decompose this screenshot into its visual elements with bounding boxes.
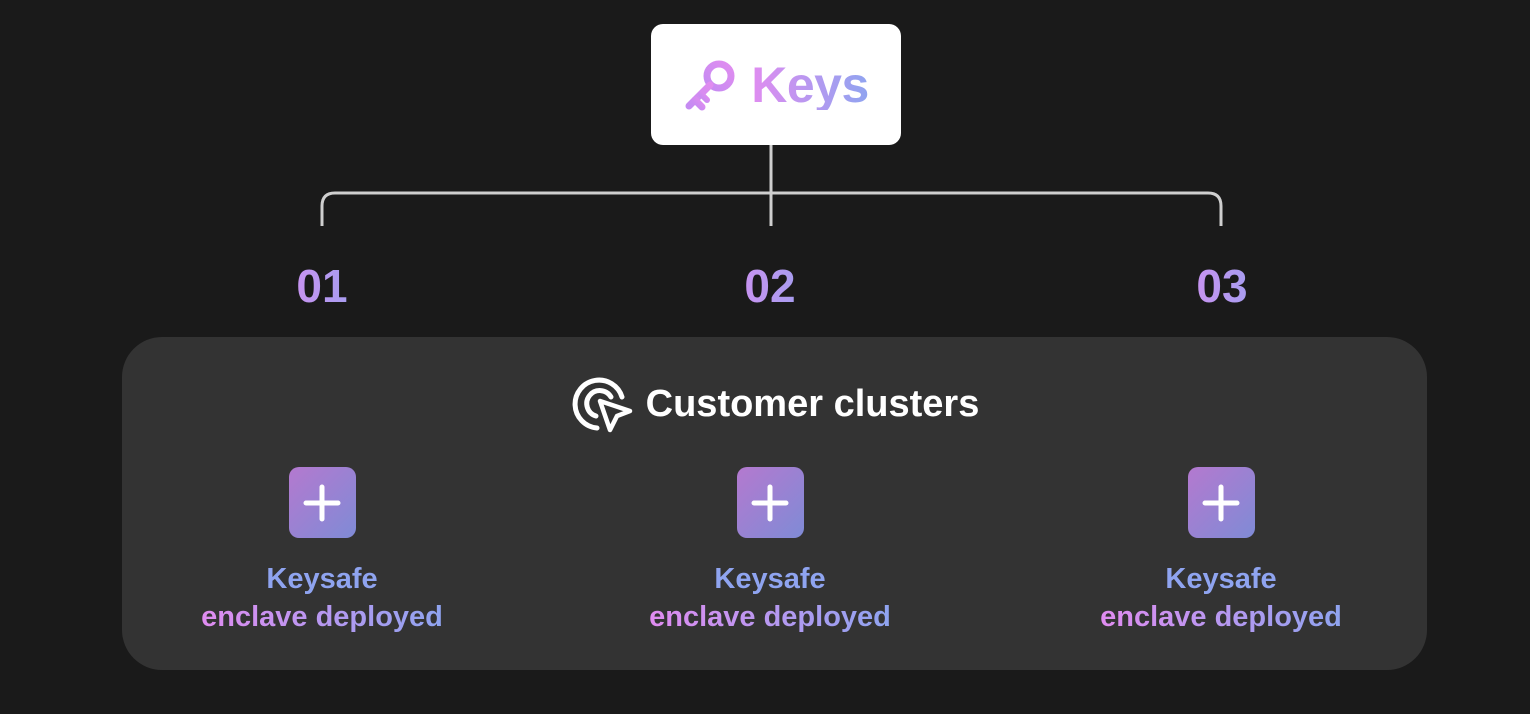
enclave-status: enclave deployed	[1100, 598, 1342, 636]
enclave-title: Keysafe	[714, 563, 826, 595]
connector-bracket	[320, 191, 1223, 226]
key-icon	[685, 60, 735, 110]
panel-title: Customer clusters	[645, 383, 980, 425]
plus-icon[interactable]	[1187, 467, 1255, 538]
enclave-card-1: Keysafe enclave deployed	[162, 467, 482, 636]
plus-icon[interactable]	[288, 467, 356, 538]
enclave-card-2: Keysafe enclave deployed	[610, 467, 930, 636]
enclave-title: Keysafe	[266, 563, 378, 595]
branch-number-02: 02	[700, 258, 840, 314]
enclave-status: enclave deployed	[649, 598, 891, 636]
enclave-title: Keysafe	[1165, 563, 1277, 595]
enclave-card-3: Keysafe enclave deployed	[1061, 467, 1381, 636]
panel-header: Customer clusters	[122, 371, 1427, 437]
enclave-status: enclave deployed	[201, 598, 443, 636]
cursor-click-icon	[572, 377, 632, 433]
branch-number-03: 03	[1152, 258, 1292, 314]
plus-icon[interactable]	[736, 467, 804, 538]
keys-label: Keys	[751, 56, 869, 113]
customer-clusters-panel: Customer clusters Keysafe enclave deploy…	[122, 337, 1427, 670]
branch-number-01: 01	[252, 258, 392, 314]
keys-node: Keys	[651, 24, 901, 145]
